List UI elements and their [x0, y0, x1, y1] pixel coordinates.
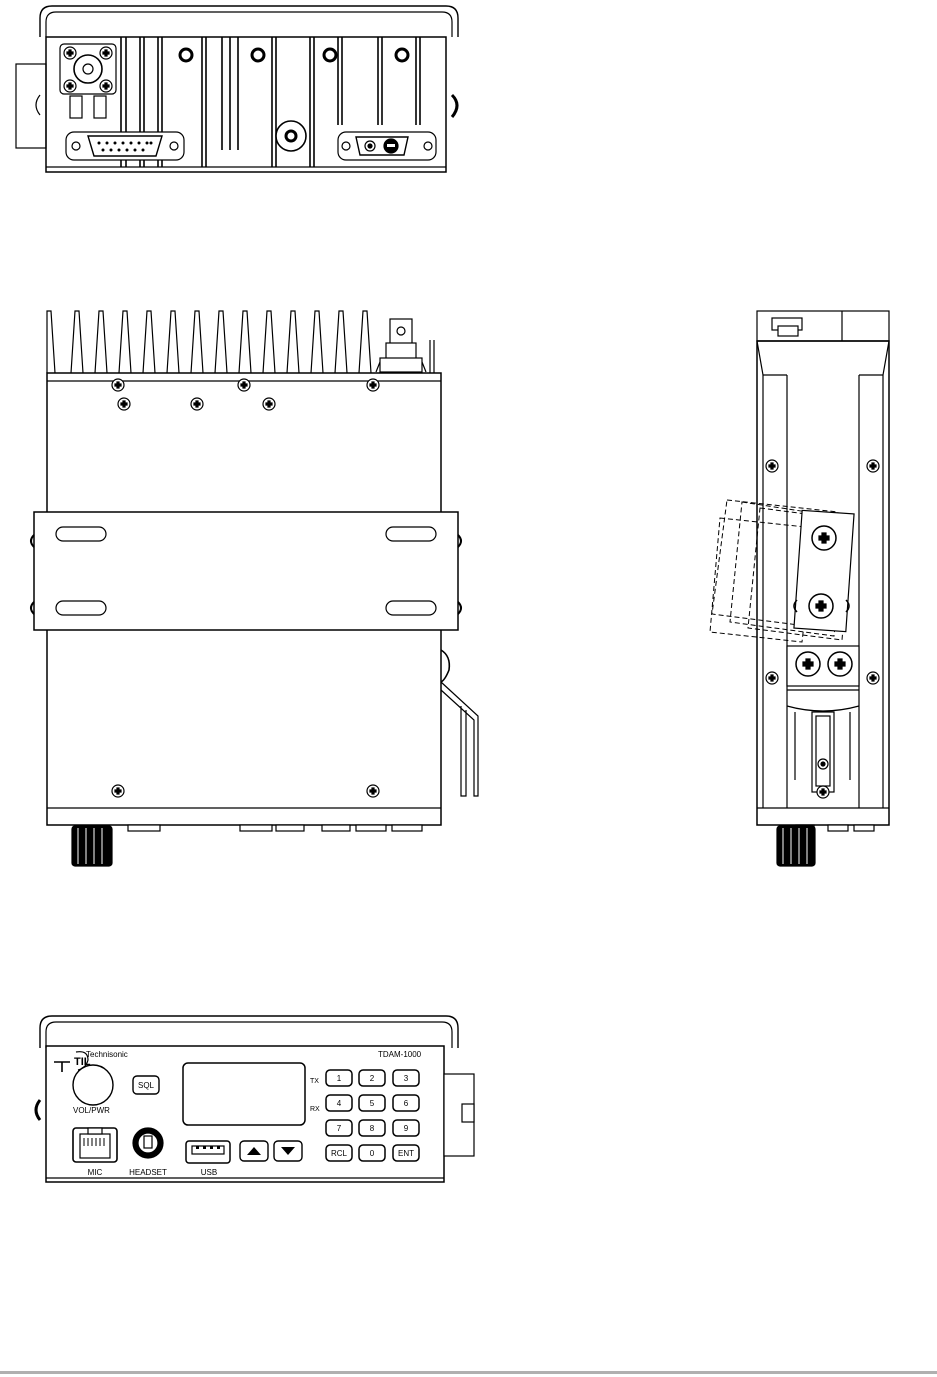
- side-view: [710, 311, 889, 866]
- footer-rule: [0, 1371, 937, 1374]
- sql-button[interactable]: SQL: [138, 1081, 155, 1090]
- key-5[interactable]: 5: [370, 1099, 375, 1108]
- key-2[interactable]: 2: [370, 1074, 375, 1083]
- key-3[interactable]: 3: [404, 1074, 409, 1083]
- mic-label: MIC: [88, 1168, 103, 1177]
- key-rcl[interactable]: RCL: [331, 1149, 348, 1158]
- key-8[interactable]: 8: [370, 1124, 375, 1133]
- rx-label: RX: [310, 1106, 320, 1113]
- key-ent[interactable]: ENT: [398, 1149, 414, 1158]
- rear-view: [16, 6, 458, 172]
- key-1[interactable]: 1: [337, 1074, 342, 1083]
- vol-pwr-label: VOL/PWR: [73, 1106, 110, 1115]
- tx-label: TX: [310, 1078, 319, 1085]
- key-0[interactable]: 0: [370, 1149, 375, 1158]
- top-view: [31, 311, 478, 866]
- key-7[interactable]: 7: [337, 1124, 342, 1133]
- key-6[interactable]: 6: [404, 1099, 409, 1108]
- headset-label: HEADSET: [129, 1168, 167, 1177]
- model-label: TDAM-1000: [378, 1050, 422, 1059]
- usb-label: USB: [201, 1168, 217, 1177]
- key-4[interactable]: 4: [337, 1099, 342, 1108]
- key-9[interactable]: 9: [404, 1124, 409, 1133]
- brand-label: Technisonic: [86, 1050, 128, 1059]
